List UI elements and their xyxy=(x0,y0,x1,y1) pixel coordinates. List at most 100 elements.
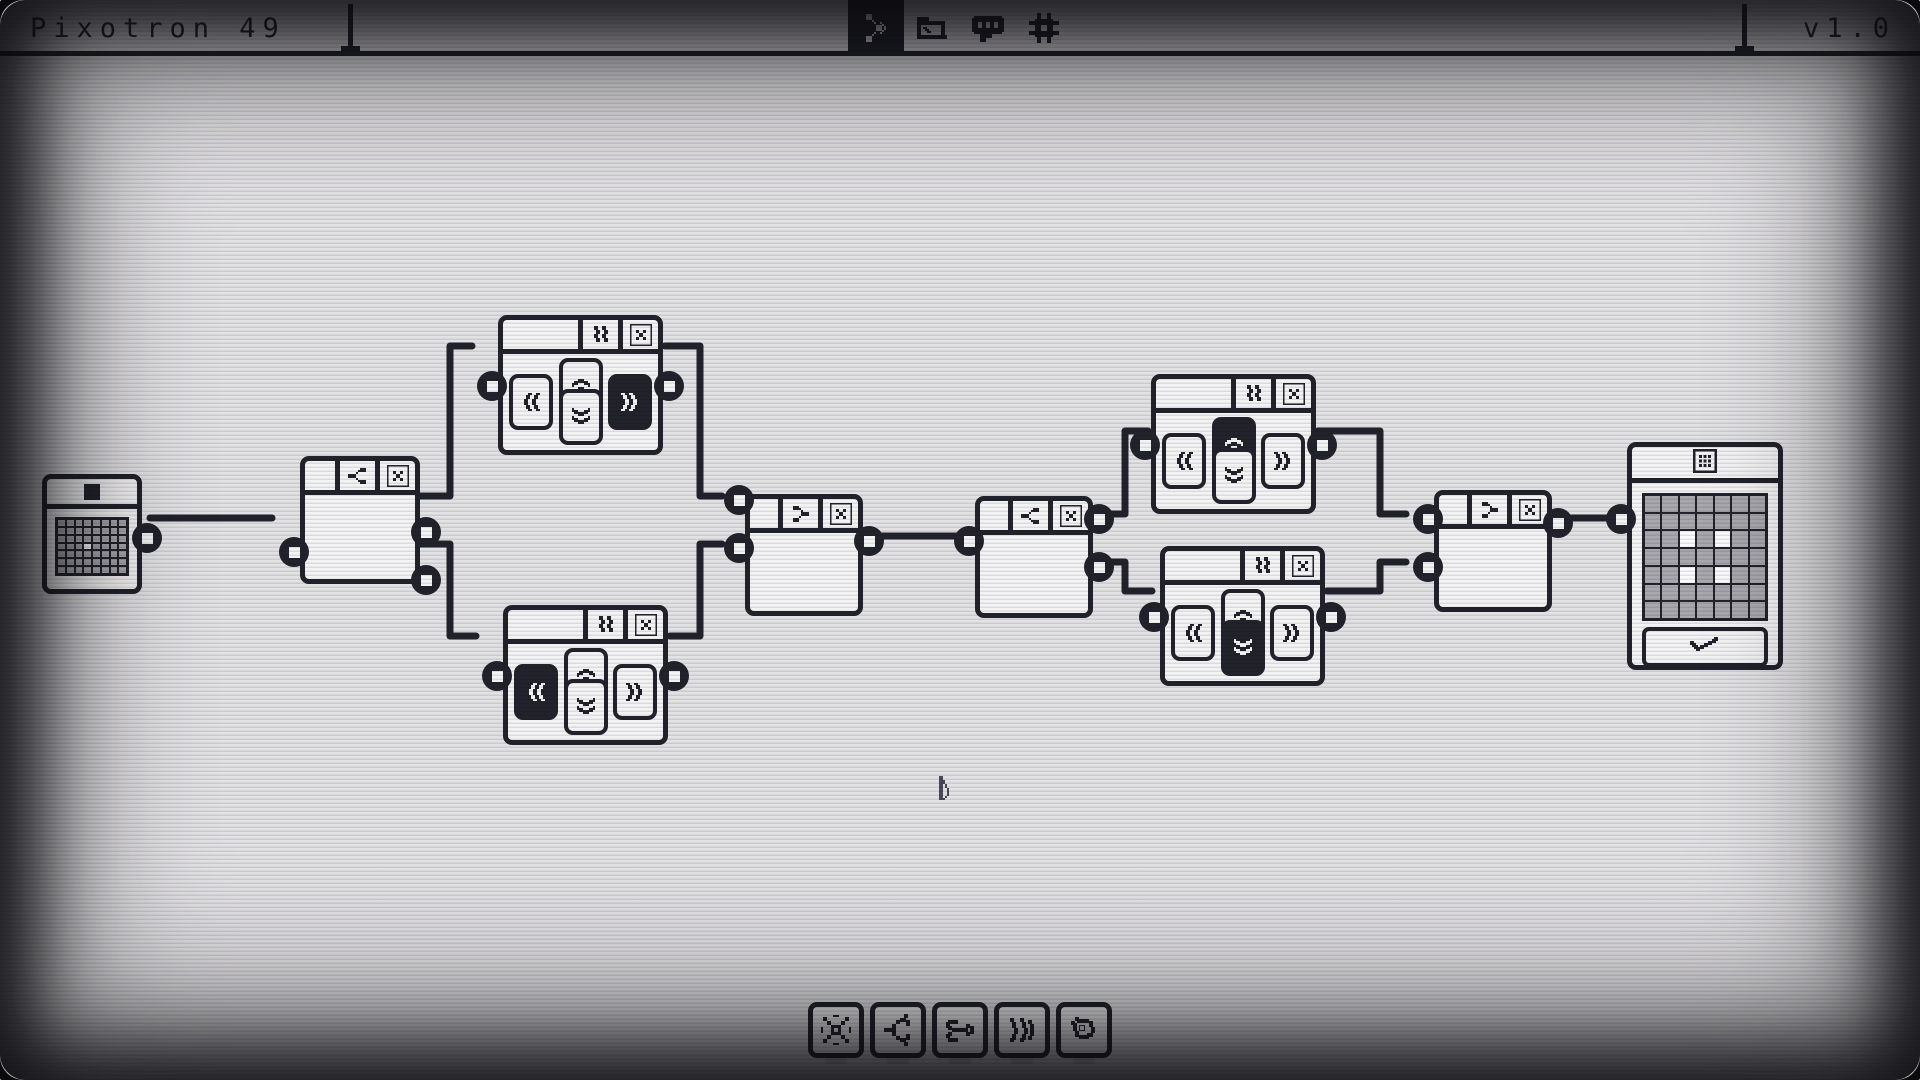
pixel-cell[interactable] xyxy=(1749,549,1765,565)
shift-node[interactable] xyxy=(1130,374,1337,514)
close-icon[interactable] xyxy=(1507,495,1547,524)
pixel-cell[interactable] xyxy=(66,527,74,534)
nav-folder-button[interactable] xyxy=(904,0,960,56)
pixel-cell[interactable] xyxy=(1697,584,1713,601)
pixel-cell[interactable] xyxy=(110,551,118,558)
split-node-tool[interactable] xyxy=(870,1002,926,1058)
pixel-cell[interactable] xyxy=(1732,566,1748,583)
pixel-cell[interactable] xyxy=(1714,531,1731,548)
source-output-port[interactable] xyxy=(132,523,162,553)
close-icon[interactable] xyxy=(618,320,658,349)
shift-input-port[interactable] xyxy=(1130,430,1160,460)
pixel-cell[interactable] xyxy=(119,527,126,534)
split-output-port-a[interactable] xyxy=(1084,504,1114,534)
merge-node-tool[interactable] xyxy=(932,1002,988,1058)
pixel-cell[interactable] xyxy=(75,520,83,526)
pixel-cell[interactable] xyxy=(101,543,109,550)
pixel-cell[interactable] xyxy=(75,551,83,558)
shift-input-port[interactable] xyxy=(477,371,507,401)
pixel-cell[interactable] xyxy=(1662,496,1678,512)
merge-input-port-a[interactable] xyxy=(1413,504,1443,534)
merge-input-port-a[interactable] xyxy=(724,485,754,515)
pixel-cell[interactable] xyxy=(1645,513,1661,530)
pixel-cell[interactable] xyxy=(119,559,126,566)
shift-output-port[interactable] xyxy=(1307,430,1337,460)
shift-input-port[interactable] xyxy=(482,661,512,691)
shift-input-port[interactable] xyxy=(1139,602,1169,632)
shift-right-key[interactable] xyxy=(1270,604,1314,661)
pixel-cell[interactable] xyxy=(119,551,126,558)
pixel-cell[interactable] xyxy=(1714,496,1731,512)
pixel-cell[interactable] xyxy=(1749,531,1765,548)
pixel-cell[interactable] xyxy=(110,559,118,566)
close-icon[interactable] xyxy=(1271,379,1311,408)
pixel-cell[interactable] xyxy=(66,551,74,558)
pixel-cell[interactable] xyxy=(1679,584,1696,601)
shift-output-port[interactable] xyxy=(654,371,684,401)
pixel-cell[interactable] xyxy=(58,543,65,550)
pixel-cell[interactable] xyxy=(1697,549,1713,565)
pixel-cell[interactable] xyxy=(1714,602,1731,618)
close-icon[interactable] xyxy=(623,610,663,639)
pixel-cell[interactable] xyxy=(110,535,118,542)
shift-node-tool[interactable] xyxy=(994,1002,1050,1058)
pixel-cell[interactable] xyxy=(1662,531,1678,548)
pixel-cell[interactable] xyxy=(1697,496,1713,512)
pixel-cell[interactable] xyxy=(84,559,91,566)
pixel-cell[interactable] xyxy=(75,567,83,573)
pixel-cell[interactable] xyxy=(93,551,100,558)
undo-tool[interactable] xyxy=(1056,1002,1112,1058)
pixel-cell[interactable] xyxy=(1732,549,1748,565)
pixel-cell[interactable] xyxy=(93,559,100,566)
pixel-cell[interactable] xyxy=(84,535,91,542)
pixel-cell[interactable] xyxy=(58,527,65,534)
source-node[interactable] xyxy=(42,474,162,594)
shift-direction-pad[interactable] xyxy=(1156,413,1311,508)
pixel-cell[interactable] xyxy=(1714,566,1731,583)
pixel-cell[interactable] xyxy=(110,527,118,534)
shift-down-key[interactable] xyxy=(563,679,608,735)
shift-output-port[interactable] xyxy=(659,661,689,691)
split-output-port-b[interactable] xyxy=(1084,552,1114,582)
pixel-cell[interactable] xyxy=(119,543,126,550)
pixel-cell[interactable] xyxy=(101,520,109,526)
target-input-port[interactable] xyxy=(1606,504,1636,534)
pixel-cell[interactable] xyxy=(1662,549,1678,565)
pixel-cell[interactable] xyxy=(93,527,100,534)
shift-node[interactable] xyxy=(482,605,689,745)
pixel-cell[interactable] xyxy=(1679,496,1696,512)
pixel-cell[interactable] xyxy=(75,527,83,534)
close-icon[interactable] xyxy=(375,461,415,490)
pixel-cell[interactable] xyxy=(1697,531,1713,548)
pixel-cell[interactable] xyxy=(1697,513,1713,530)
close-icon[interactable] xyxy=(1048,501,1088,530)
pixel-cell[interactable] xyxy=(1679,513,1696,530)
pixel-cell[interactable] xyxy=(84,551,91,558)
pixel-cell[interactable] xyxy=(84,527,91,534)
pixel-cell[interactable] xyxy=(1732,531,1748,548)
pixel-cell[interactable] xyxy=(1697,602,1713,618)
pixel-cell[interactable] xyxy=(66,535,74,542)
pixel-cell[interactable] xyxy=(66,520,74,526)
nav-graph-button[interactable] xyxy=(848,0,904,56)
nav-hints-button[interactable] xyxy=(960,0,1016,56)
pixel-cell[interactable] xyxy=(110,520,118,526)
shift-direction-pad[interactable] xyxy=(503,354,658,449)
shift-output-port[interactable] xyxy=(1316,602,1346,632)
nav-settings-button[interactable] xyxy=(1016,0,1072,56)
source-pixel-grid[interactable] xyxy=(55,517,129,576)
pixel-cell[interactable] xyxy=(1749,496,1765,512)
shift-left-key[interactable] xyxy=(1171,604,1215,661)
target-confirm-button[interactable] xyxy=(1642,627,1768,667)
pixel-cell[interactable] xyxy=(66,559,74,566)
target-node[interactable] xyxy=(1606,442,1783,670)
pixel-cell[interactable] xyxy=(119,535,126,542)
pixel-cell[interactable] xyxy=(1662,566,1678,583)
pixel-cell[interactable] xyxy=(1662,513,1678,530)
pixel-cell[interactable] xyxy=(1645,602,1661,618)
merge-node[interactable] xyxy=(724,485,884,616)
shift-down-key[interactable] xyxy=(1220,620,1265,676)
pixel-cell[interactable] xyxy=(101,567,109,573)
pixel-cell[interactable] xyxy=(75,559,83,566)
pixel-cell[interactable] xyxy=(1645,496,1661,512)
